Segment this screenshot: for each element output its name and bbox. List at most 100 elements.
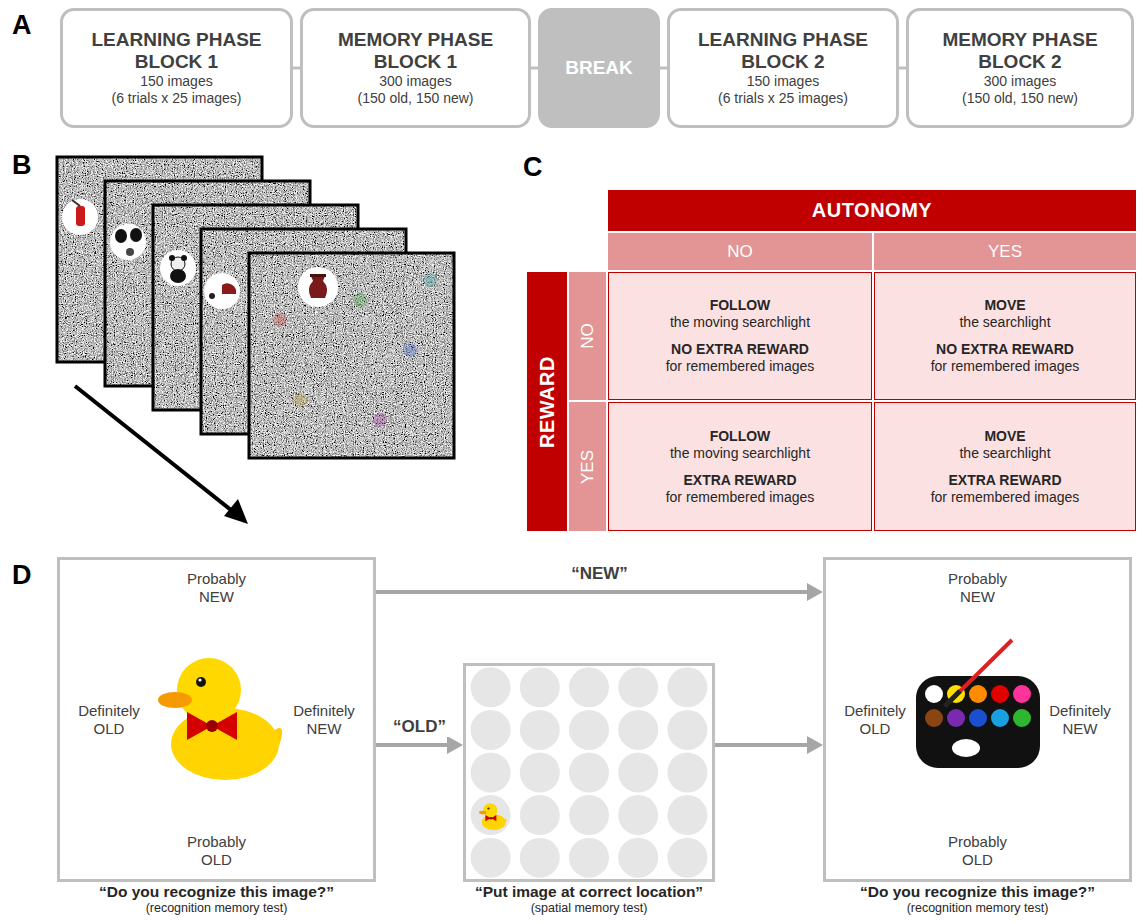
- table-row-header: REWARD: [527, 272, 567, 531]
- condition-title: MOVE: [984, 297, 1025, 314]
- panel-letter: A: [12, 10, 32, 41]
- phase-detail: (150 old, 150 new): [358, 90, 474, 107]
- level-label: YES: [578, 449, 598, 483]
- connector-line: [376, 743, 449, 747]
- location-slot: [520, 795, 560, 835]
- caption-title: “Do you recognize this image?”: [860, 883, 1095, 901]
- condition-cell: MOVEthe searchlight NO EXTRA REWARDfor re…: [874, 272, 1136, 400]
- location-slot: [569, 795, 609, 835]
- arrow-head: [447, 736, 463, 754]
- phase-title: MEMORY PHASE BLOCK 1: [309, 29, 522, 73]
- phase-detail: (150 old, 150 new): [962, 90, 1078, 107]
- recognition-screen: Probably NEWDefinitely OLDDefinitely NEW…: [823, 557, 1132, 882]
- response-option: Definitely OLD: [68, 702, 150, 738]
- response-option: Probably OLD: [933, 833, 1023, 869]
- response-option: Definitely NEW: [1039, 702, 1121, 738]
- caption-note: (recognition memory test): [860, 901, 1095, 916]
- condition-detail: the searchlight: [959, 314, 1050, 331]
- table-row-subheader: NO: [569, 272, 606, 400]
- location-slot: [471, 795, 511, 835]
- connector-line: [531, 67, 538, 70]
- location-slot: [569, 753, 609, 793]
- level-label: YES: [988, 242, 1022, 262]
- phase-detail: (6 trials x 25 images): [718, 90, 848, 107]
- level-label: NO: [578, 323, 598, 349]
- phase-detail: 300 images: [379, 73, 451, 90]
- condition-cell: MOVEthe searchlightEXTRA REWARDfor remem…: [874, 402, 1136, 531]
- caption-title: “Do you recognize this image?”: [99, 883, 334, 901]
- table-subheader: NO: [608, 233, 872, 270]
- screen-caption: “Do you recognize this image?”(recogniti…: [99, 883, 334, 916]
- condition-title: FOLLOW: [710, 428, 771, 445]
- location-slot: [471, 838, 511, 878]
- break-box: BREAK: [538, 8, 660, 128]
- location-slot: [520, 753, 560, 793]
- condition-title: NO EXTRA REWARD: [671, 341, 809, 358]
- phase-detail: 150 images: [747, 73, 819, 90]
- arrow-head: [807, 736, 823, 754]
- location-slot: [667, 667, 707, 707]
- caption-note: (spatial memory test): [475, 901, 703, 916]
- connector: [293, 68, 300, 69]
- connector-line: [715, 743, 809, 747]
- duck-image-small: [479, 803, 506, 830]
- location-slot: [569, 710, 609, 750]
- phase-box: MEMORY PHASE BLOCK 1300 images(150 old, …: [300, 8, 531, 128]
- connector-line: [660, 67, 667, 70]
- phase-detail: 300 images: [984, 73, 1056, 90]
- phase-detail: 150 images: [140, 73, 212, 90]
- connector-line: [293, 67, 300, 70]
- condition-title: NO EXTRA REWARD: [936, 341, 1074, 358]
- location-slot: [667, 753, 707, 793]
- connector-line: [899, 67, 906, 70]
- panel-letter: D: [12, 560, 32, 591]
- location-slot: [520, 710, 560, 750]
- table-header: AUTONOMY: [608, 190, 1136, 231]
- connector: [531, 68, 538, 69]
- phase-title: LEARNING PHASE BLOCK 2: [676, 29, 890, 73]
- table-subheader: YES: [874, 233, 1136, 270]
- connector: [899, 68, 906, 69]
- location-slot: [471, 667, 511, 707]
- condition-detail: the moving searchlight: [670, 445, 810, 462]
- header-label: REWARD: [536, 356, 559, 448]
- response-option: Definitely NEW: [283, 702, 365, 738]
- location-slot: [667, 710, 707, 750]
- location-slot: [471, 710, 511, 750]
- recognition-screen: Probably NEWDefinitely OLDDefinitely NEW…: [57, 557, 376, 882]
- condition-detail: for remembered images: [931, 358, 1080, 375]
- condition-detail: the moving searchlight: [670, 314, 810, 331]
- condition-detail: for remembered images: [931, 489, 1080, 506]
- location-slot: [618, 838, 658, 878]
- location-slot: [618, 753, 658, 793]
- connector: [715, 736, 823, 754]
- edge-label: “NEW”: [567, 564, 632, 584]
- condition-detail: for remembered images: [666, 358, 815, 375]
- location-slot: [618, 710, 658, 750]
- arrow-head: [807, 583, 823, 601]
- connector: [376, 736, 463, 754]
- location-slot: [667, 838, 707, 878]
- condition-title: FOLLOW: [710, 297, 771, 314]
- condition-detail: for remembered images: [666, 489, 815, 506]
- condition-title: EXTRA REWARD: [683, 472, 796, 489]
- connector-line: [376, 590, 809, 594]
- level-label: NO: [727, 242, 753, 262]
- connector: [660, 68, 667, 69]
- spatial-screen: “Put image at correct location”(spatial …: [463, 663, 715, 882]
- palette-image: [916, 640, 1040, 768]
- table-row-subheader: YES: [569, 402, 606, 531]
- condition-title: EXTRA REWARD: [948, 472, 1061, 489]
- location-slot: [618, 795, 658, 835]
- phase-box: MEMORY PHASE BLOCK 2300 images(150 old, …: [906, 8, 1134, 128]
- location-slot: [618, 667, 658, 707]
- panel-letter: B: [12, 150, 32, 181]
- caption-title: “Put image at correct location”: [475, 883, 703, 901]
- condition-cell: FOLLOWthe moving searchlight NO EXTRA REW…: [608, 272, 872, 400]
- header-label: AUTONOMY: [812, 199, 932, 222]
- location-slot: [471, 753, 511, 793]
- connector: [376, 583, 823, 601]
- condition-title: MOVE: [984, 428, 1025, 445]
- location-slot: [520, 838, 560, 878]
